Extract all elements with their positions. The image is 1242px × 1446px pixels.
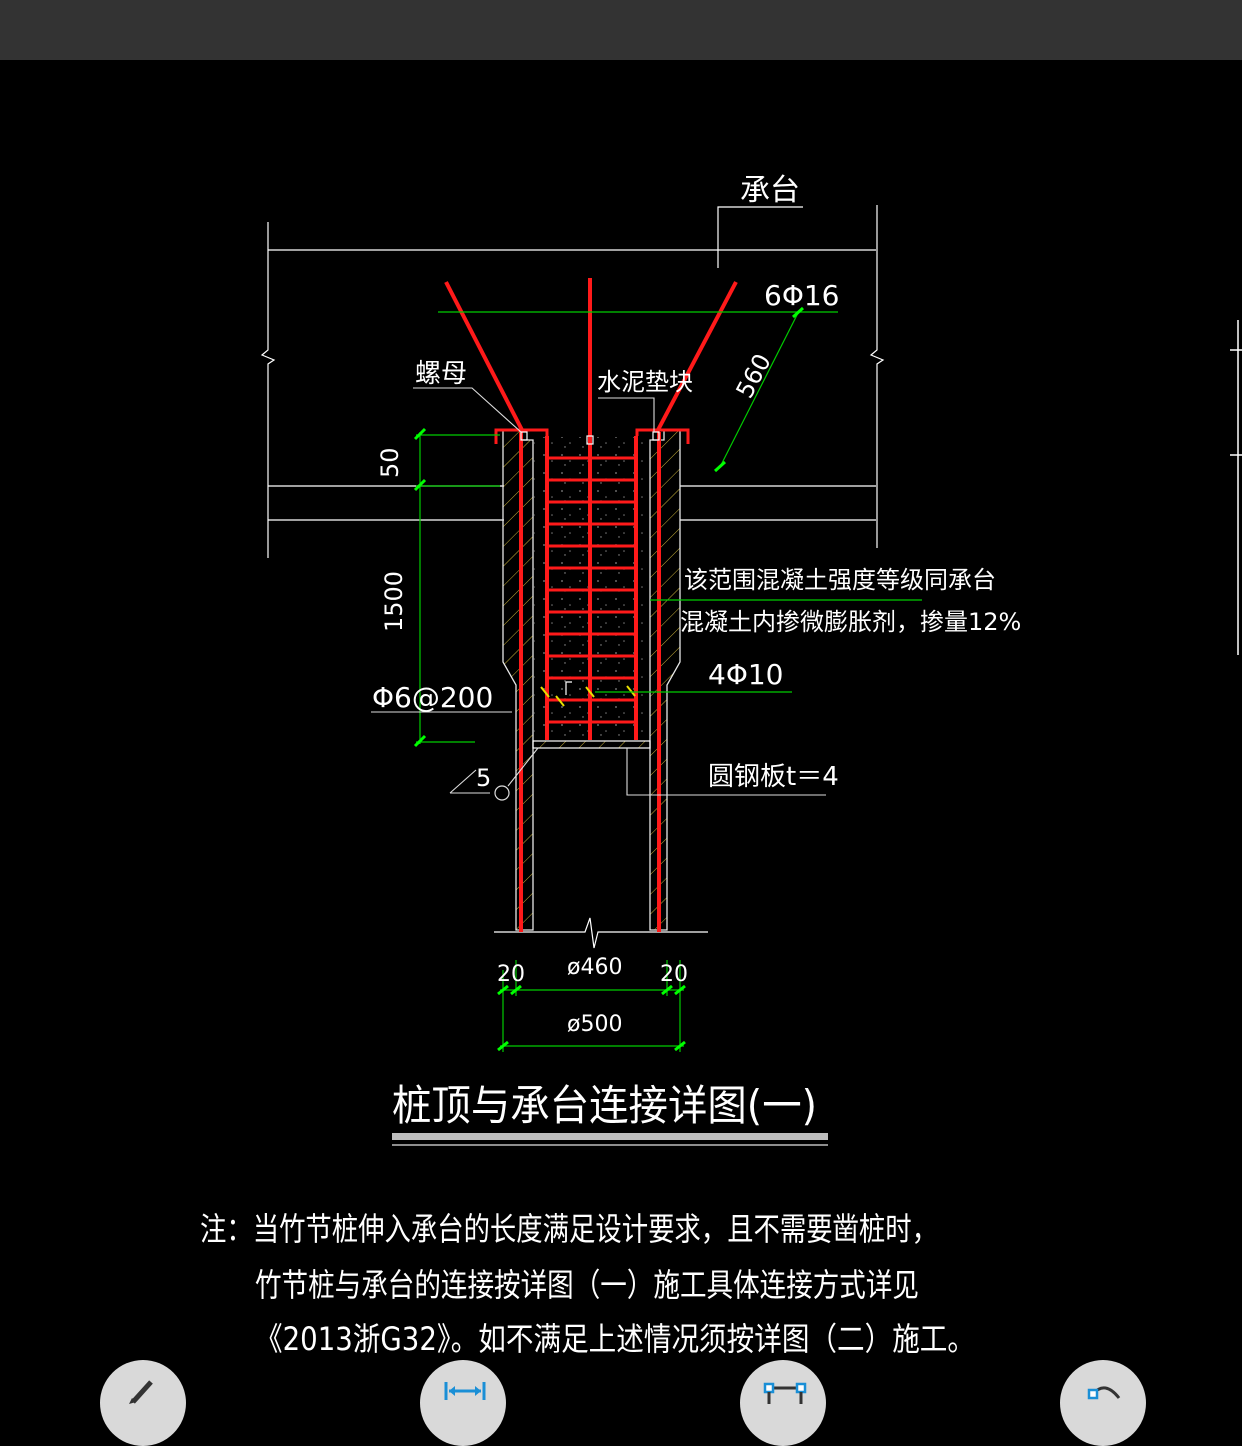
measure-arc-button[interactable] xyxy=(1060,1360,1146,1446)
cap-leader xyxy=(717,206,803,268)
measure-length-icon xyxy=(444,1382,486,1400)
tie-hooks xyxy=(565,681,572,695)
nut-markers xyxy=(520,431,660,445)
bar-length-label: 560 xyxy=(731,349,777,403)
dimension-lines xyxy=(416,311,922,1052)
cap-label: 承台 xyxy=(740,173,800,208)
drawing-title: 桩顶与承台连接详图(一) xyxy=(392,1081,817,1130)
pencil-icon xyxy=(129,1380,153,1404)
steel-plate-label: 圆钢板t＝4 xyxy=(708,762,839,792)
adjacent-drawing-fragment xyxy=(1230,320,1242,655)
note-line2: 竹节桩与承台的连接按详图（一）施工具体连接方式详见 xyxy=(255,1266,919,1304)
measure-length-button[interactable] xyxy=(420,1360,506,1446)
tie-marks xyxy=(540,685,636,707)
steel-plate xyxy=(532,740,651,749)
dim-50-label: 50 xyxy=(376,447,404,478)
weld-size-label: 5 xyxy=(476,764,491,792)
wall-right-dim: 20 xyxy=(660,962,688,987)
title-underline xyxy=(392,1133,828,1146)
concrete-note-line1: 该范围混凝土强度等级同承台 xyxy=(684,566,996,594)
pile-cap-outline xyxy=(260,205,885,558)
measure-arc-icon xyxy=(1087,1386,1121,1400)
rebar-stirrups xyxy=(547,456,636,724)
leader-lines xyxy=(371,387,826,796)
app-top-bar xyxy=(0,0,1242,60)
bars-inner-label: 4Φ10 xyxy=(708,658,783,691)
measure-area-icon xyxy=(763,1382,807,1404)
stirrup-label: Φ6@200 xyxy=(372,681,493,714)
nut-label: 螺母 xyxy=(415,359,467,389)
wall-left-dim: 20 xyxy=(497,962,525,987)
concrete-note-line2: 混凝土内掺微膨胀剂，掺量12% xyxy=(680,608,1021,636)
annotate-pencil-button[interactable] xyxy=(100,1360,186,1446)
outer-dia-dim: ø500 xyxy=(567,1012,622,1037)
note-line3: 《2013浙G32》。如不满足上述情况须按详图（二）施工。 xyxy=(255,1320,975,1358)
rebar-cage xyxy=(444,278,738,932)
note-line1: 注：当竹节桩伸入承台的长度满足设计要求，且不需要凿桩时， xyxy=(200,1210,938,1248)
measure-area-button[interactable] xyxy=(740,1360,826,1446)
dimension-ticks xyxy=(413,306,805,1052)
bars-top-label: 6Φ16 xyxy=(764,279,839,312)
dim-1500-label: 1500 xyxy=(380,571,408,632)
inner-dia-dim: ø460 xyxy=(567,955,622,980)
weld-symbol-circle xyxy=(494,785,510,801)
cement-block-label: 水泥垫块 xyxy=(597,368,693,396)
cad-drawing-canvas[interactable]: 承台 xyxy=(0,0,1242,1399)
pile-break-line xyxy=(494,917,708,949)
